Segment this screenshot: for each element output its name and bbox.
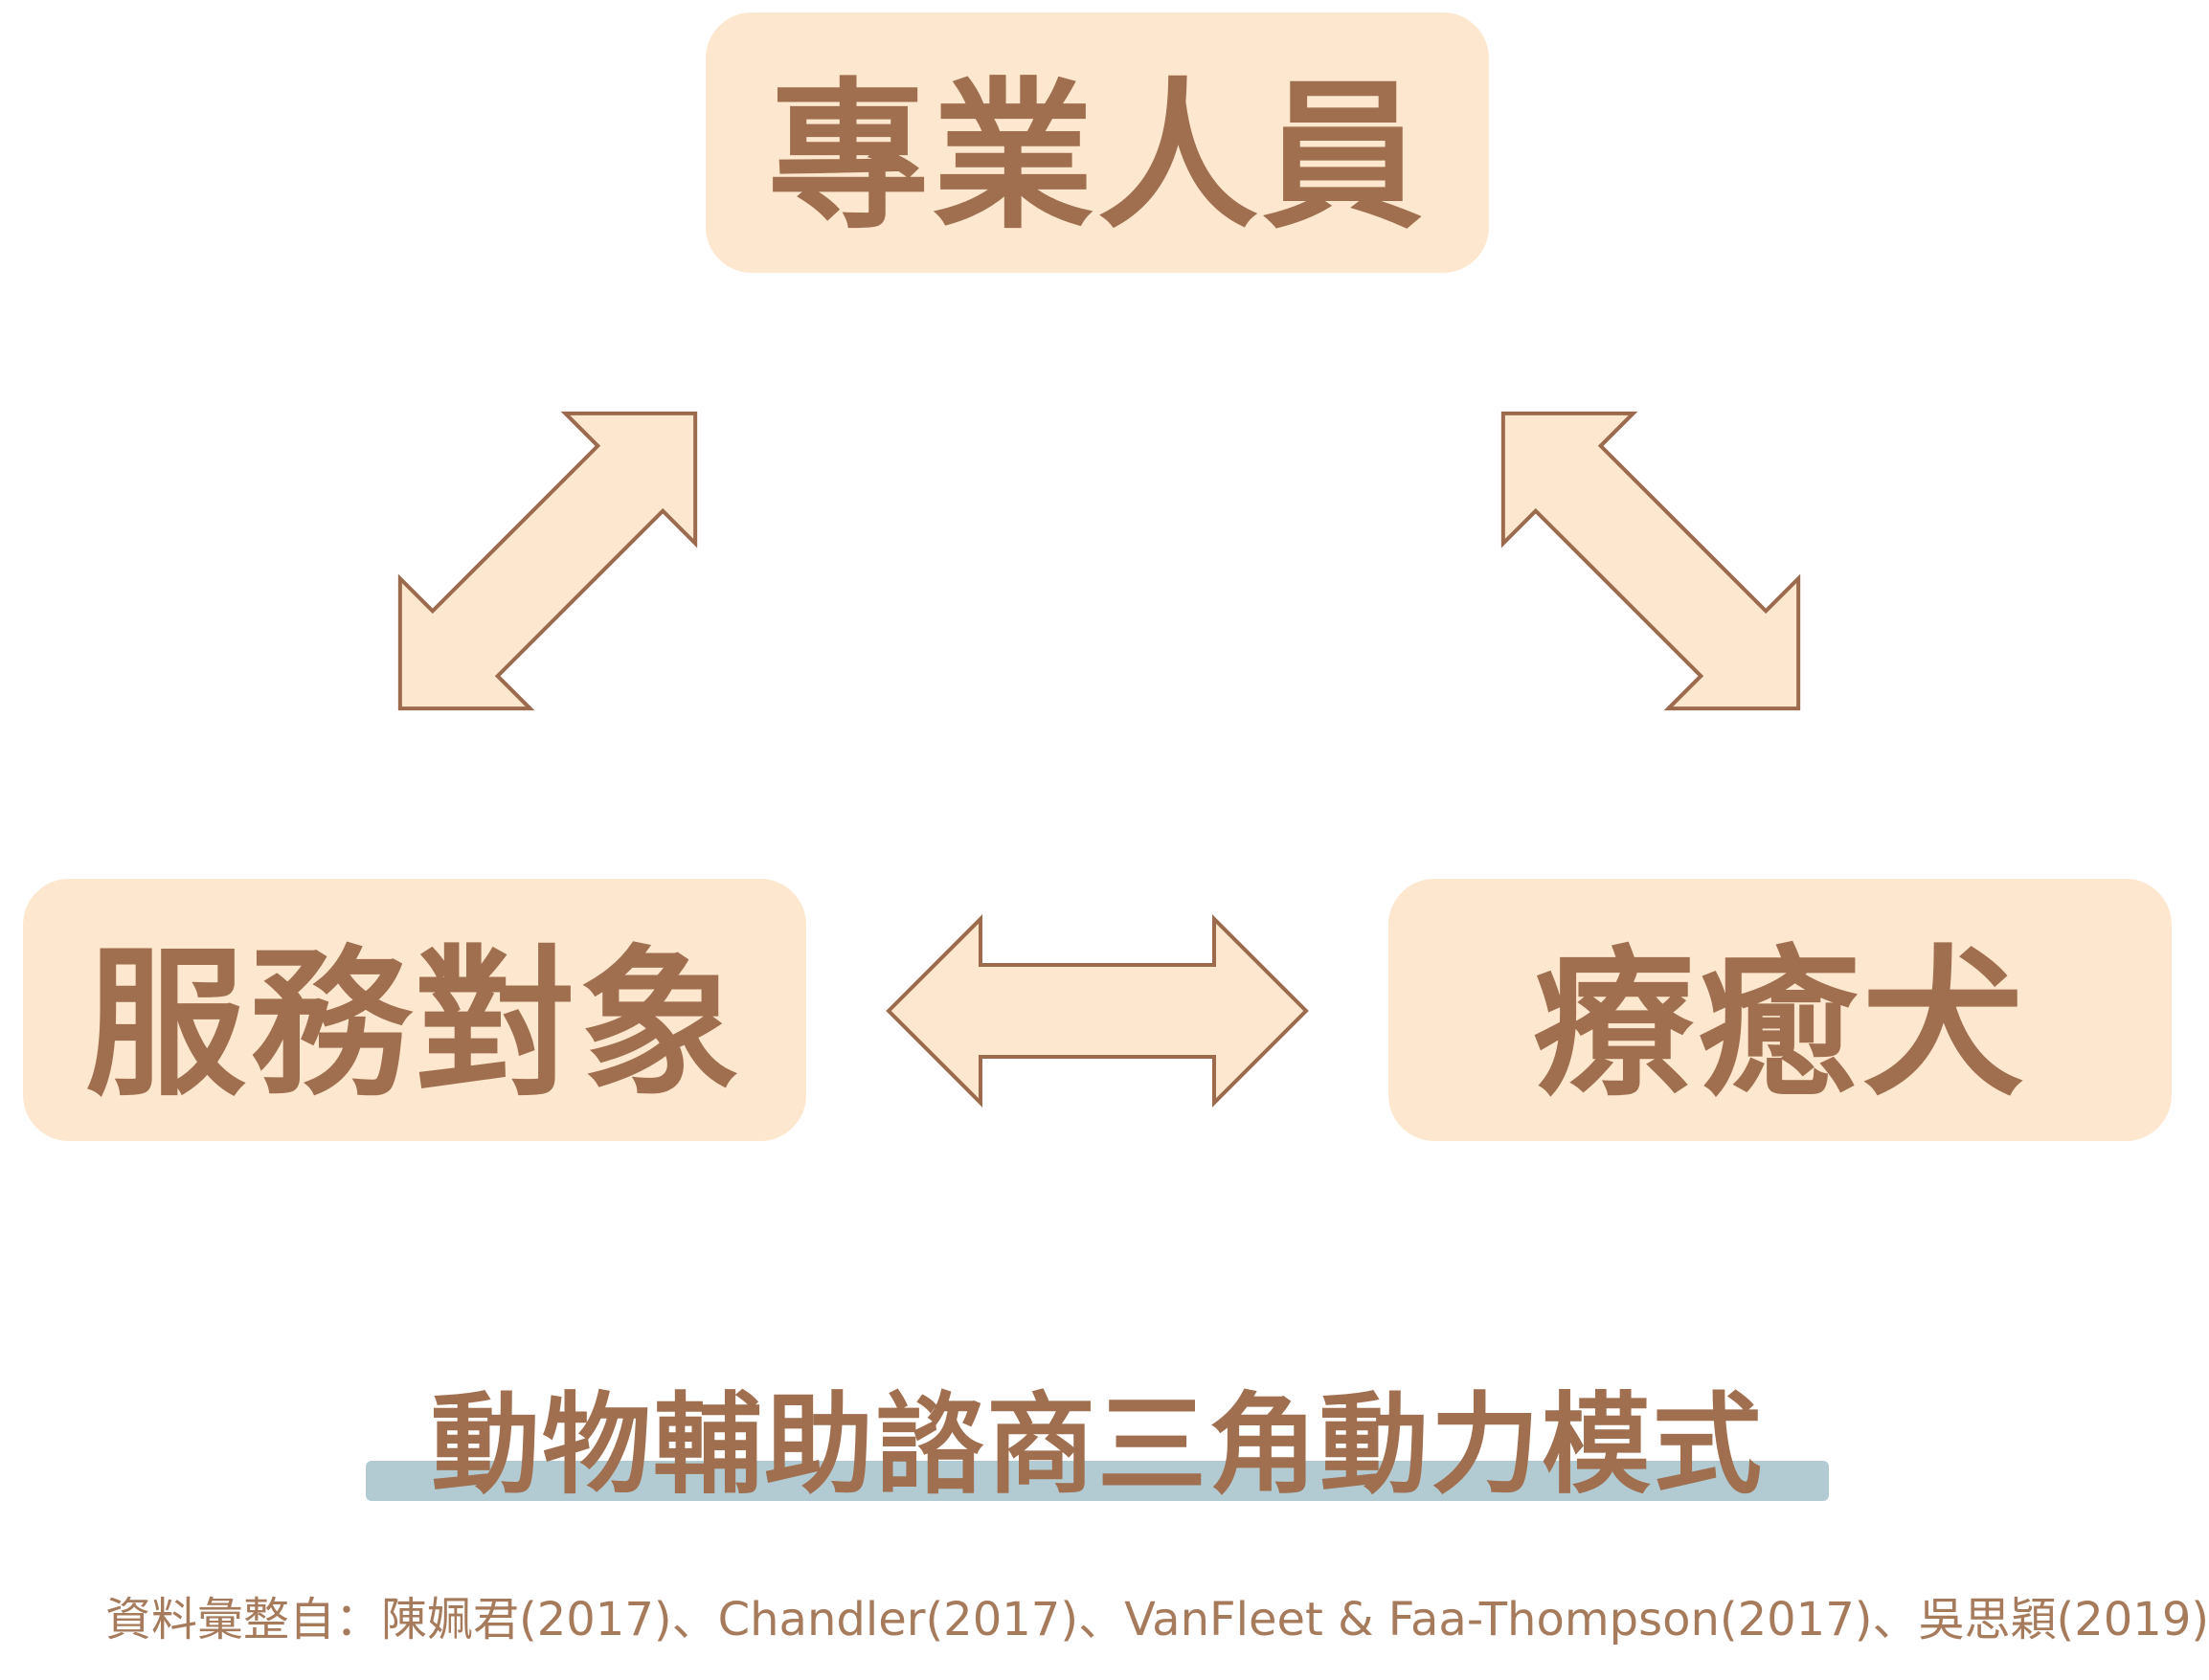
arrow-client-professional xyxy=(397,411,698,711)
diagram-title-text: 動物輔助諮商三角動力模式 xyxy=(430,1381,1764,1509)
arrow-professional-dog xyxy=(1500,411,1801,711)
node-professional-label: 專業人員 xyxy=(768,62,1427,251)
node-professional: 專業人員 xyxy=(706,12,1489,273)
double-arrow-icon xyxy=(1500,411,1801,711)
title-highlight-bar xyxy=(366,1461,1829,1501)
double-arrow-icon xyxy=(397,411,698,711)
source-note: 資料彙整自：陳姵君(2017)、Chandler(2017)、VanFleet … xyxy=(105,1593,2209,1646)
node-client: 服務對象 xyxy=(23,879,806,1141)
arrow-client-dog xyxy=(886,914,1309,1108)
node-client-label: 服務對象 xyxy=(85,930,744,1118)
diagram-title: 動物輔助諮商三角動力模式 xyxy=(366,1378,1829,1512)
node-therapy-dog-label: 療癒犬 xyxy=(1533,930,2027,1118)
node-therapy-dog: 療癒犬 xyxy=(1388,879,2172,1141)
double-arrow-icon xyxy=(886,914,1309,1108)
